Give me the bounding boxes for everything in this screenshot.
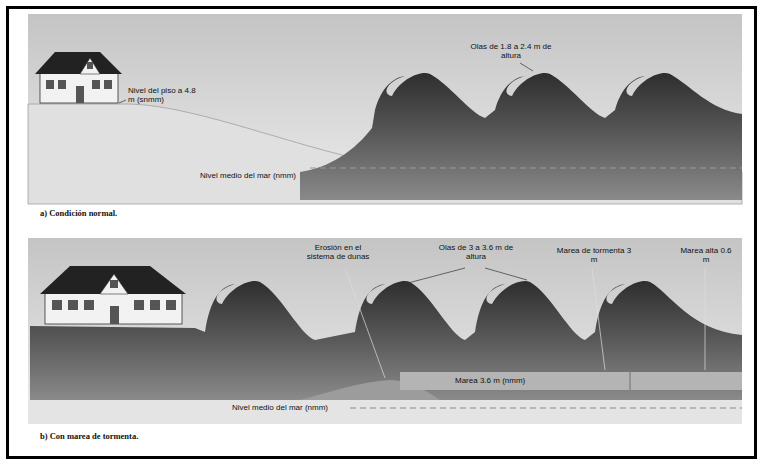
storm-tide-band — [400, 372, 742, 390]
leader-line — [345, 268, 385, 378]
waves-normal — [300, 73, 742, 200]
high-tide-label: Marea alta 0.6 m — [680, 246, 732, 264]
waves-storm — [30, 281, 742, 400]
sea-level-label: Nivel medio del mar (nmm) — [232, 403, 328, 412]
leader-line — [592, 268, 605, 370]
storm-surge-label: Marea de tormenta 3 m — [555, 246, 633, 264]
sky-panel — [28, 14, 742, 204]
floor-level-label: Nivel del piso a 4.8 m (snmm) — [128, 86, 196, 104]
mean-sea-level-line — [350, 407, 742, 408]
mean-sea-level-line — [310, 167, 742, 168]
band-divider — [630, 372, 631, 390]
leader-line — [705, 268, 706, 370]
leader-line — [520, 63, 533, 71]
erosion-label: Erosión en el sistema de dunas — [300, 243, 376, 261]
panel-caption: a) Condición normal. — [40, 209, 117, 219]
sky-panel — [28, 238, 742, 424]
wave-height-label: Olas de 1.8 a 2.4 m de altura — [470, 42, 552, 60]
ground-strip — [28, 400, 742, 424]
leader-line — [408, 268, 465, 283]
panel-caption: b) Con marea de tormenta. — [40, 432, 138, 442]
sea-level-label: Nivel medio del mar (nmm) — [200, 171, 296, 180]
leader-line — [485, 268, 527, 280]
wave-height-label: Olas de 3 a 3.6 m de altura — [438, 243, 514, 261]
leader-line — [119, 100, 126, 103]
house — [35, 52, 122, 103]
house — [40, 266, 186, 324]
storm-tide-label: Marea 3.6 m (nmm) — [455, 376, 525, 385]
